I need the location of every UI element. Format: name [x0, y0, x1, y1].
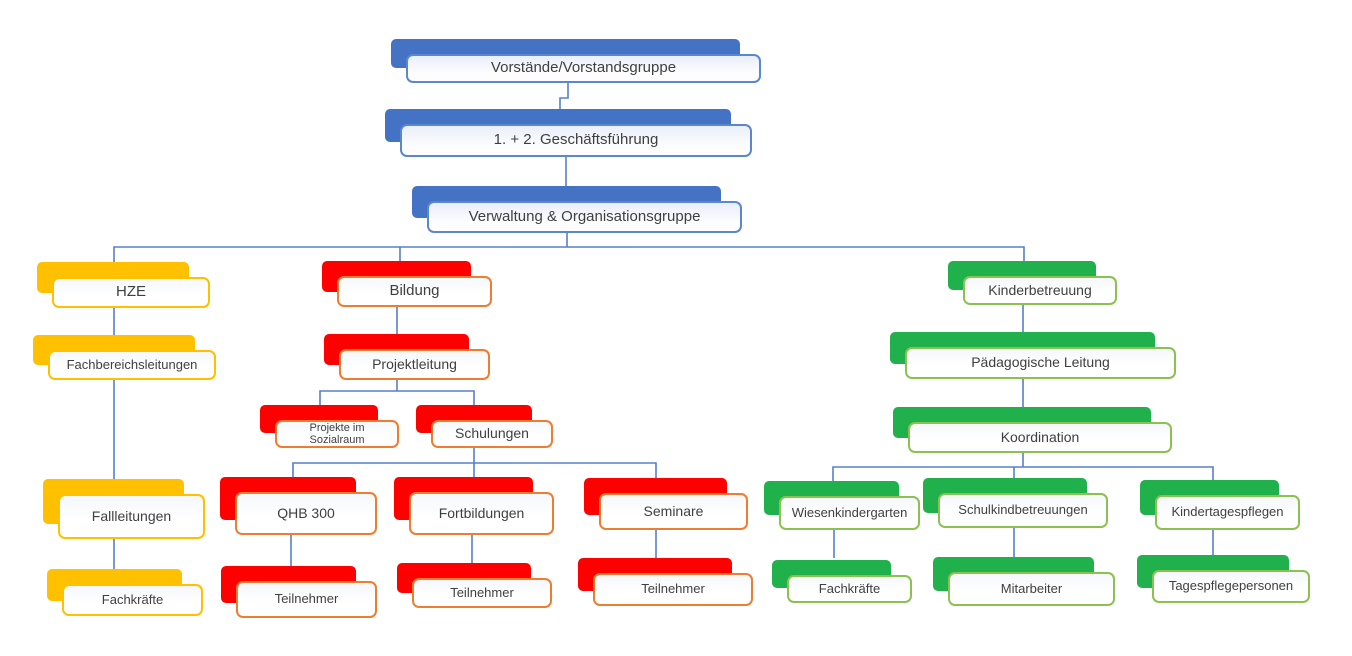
- org-node-koordination: Koordination: [893, 407, 1172, 453]
- org-node-seminare: Seminare: [584, 478, 748, 530]
- org-node-kindertagespflegen: Kindertagespflegen: [1140, 480, 1300, 530]
- org-node-verwaltung: Verwaltung & Organisationsgruppe: [412, 186, 742, 233]
- node-label: Mitarbeiter: [1000, 580, 1063, 596]
- node-face: QHB 300: [235, 492, 377, 535]
- connector-teilnehmer-drops: [290, 530, 657, 566]
- org-node-fachbereichsleitungen: Fachbereichsleitungen: [33, 335, 216, 380]
- connector-schulungen-rail: [292, 448, 657, 479]
- node-label: Bildung: [389, 282, 440, 300]
- node-label: Fachkräfte: [101, 591, 164, 607]
- org-node-fortbildungen: Fortbildungen: [394, 477, 554, 535]
- node-face: Seminare: [599, 493, 748, 530]
- node-face: Projekte im Sozialraum: [275, 420, 399, 448]
- node-face: Mitarbeiter: [948, 572, 1115, 606]
- node-face: Teilnehmer: [593, 573, 753, 606]
- node-face: Fachkräfte: [62, 584, 203, 616]
- node-face: Teilnehmer: [412, 578, 552, 608]
- node-label: Fachkräfte: [818, 580, 881, 596]
- node-label: Wiesenkindergarten: [791, 504, 908, 520]
- node-label: Kinderbetreuung: [988, 281, 1092, 298]
- org-node-mitarbeiter: Mitarbeiter: [933, 557, 1115, 606]
- node-face: Projektleitung: [339, 349, 490, 380]
- node-label: 1. + 2. Geschäftsführung: [493, 131, 659, 149]
- org-node-schulungen: Schulungen: [416, 405, 553, 448]
- node-label: QHB 300: [277, 504, 335, 521]
- org-node-qhb-300: QHB 300: [220, 477, 377, 535]
- node-face: Pädagogische Leitung: [905, 347, 1176, 379]
- node-label: Teilnehmer: [450, 584, 514, 600]
- node-face: Fallleitungen: [58, 494, 205, 539]
- connector-koordination-rail: [832, 466, 1214, 481]
- node-face: Kinderbetreuung: [963, 276, 1117, 305]
- node-label: Tagespflegepersonen: [1168, 578, 1294, 594]
- node-face: Koordination: [908, 422, 1172, 453]
- org-node-projektleitung: Projektleitung: [324, 334, 490, 380]
- node-face: Vorstände/Vorstandsgruppe: [406, 54, 761, 83]
- org-node-geschaeftsfuehrung: 1. + 2. Geschäftsführung: [385, 109, 752, 157]
- org-node-fachkraefte-kinderbetreuung: Fachkräfte: [772, 560, 912, 603]
- node-label: Verwaltung & Organisationsgruppe: [468, 207, 701, 225]
- node-label: Fachbereichsleitungen: [66, 356, 198, 372]
- node-face: Schulkindbetreuungen: [938, 493, 1108, 528]
- org-node-hze: HZE: [37, 262, 210, 308]
- node-label: Fallleitungen: [91, 507, 172, 524]
- org-node-projekte-im-sozialraum: Projekte im Sozialraum: [260, 405, 399, 448]
- node-face: Teilnehmer: [236, 581, 377, 618]
- node-face: Fortbildungen: [409, 492, 554, 535]
- node-label: Teilnehmer: [274, 591, 339, 607]
- node-label: Koordination: [1000, 428, 1080, 445]
- org-node-fachkraefte-hze: Fachkräfte: [47, 569, 203, 616]
- org-node-teilnehmer-qhb-300: Teilnehmer: [221, 566, 377, 618]
- node-label: Fortbildungen: [438, 504, 525, 521]
- node-label: Schulungen: [455, 425, 529, 442]
- node-label: Projektleitung: [372, 355, 457, 372]
- node-label: Kindertagespflegen: [1171, 504, 1284, 520]
- node-face: Verwaltung & Organisationsgruppe: [427, 201, 742, 233]
- node-face: Schulungen: [431, 420, 553, 448]
- org-node-fallleitungen: Fallleitungen: [43, 479, 205, 539]
- node-face: Fachbereichsleitungen: [48, 350, 216, 380]
- org-node-vorstaende: Vorstände/Vorstandsgruppe: [391, 39, 761, 83]
- org-node-bildung: Bildung: [322, 261, 492, 307]
- org-node-schulkindbetreuungen: Schulkindbetreuungen: [923, 478, 1108, 528]
- node-face: Wiesenkindergarten: [779, 496, 920, 530]
- node-face: Bildung: [337, 276, 492, 307]
- connector-vorstaende-geschaeftsfuehrung: [559, 83, 569, 112]
- org-node-tagespflegepersonen: Tagespflegepersonen: [1137, 555, 1310, 603]
- node-label: Seminare: [643, 502, 704, 519]
- org-node-teilnehmer-seminare: Teilnehmer: [578, 558, 753, 606]
- node-face: 1. + 2. Geschäftsführung: [400, 124, 752, 157]
- node-face: HZE: [52, 277, 210, 308]
- node-face: Fachkräfte: [787, 575, 912, 603]
- node-label: Teilnehmer: [641, 581, 705, 597]
- node-face: Tagespflegepersonen: [1152, 570, 1310, 603]
- node-label: Pädagogische Leitung: [971, 354, 1110, 371]
- org-node-kinderbetreuung: Kinderbetreuung: [948, 261, 1117, 305]
- org-node-wiesenkindergarten: Wiesenkindergarten: [764, 481, 920, 530]
- node-face: Kindertagespflegen: [1155, 495, 1300, 530]
- node-label: Schulkindbetreuungen: [958, 502, 1088, 518]
- connector-bildung-chain: [319, 307, 475, 407]
- node-label: HZE: [116, 283, 146, 301]
- node-label: Vorstände/Vorstandsgruppe: [490, 59, 677, 77]
- connector-verwaltung-rail: [113, 233, 1025, 265]
- org-node-paedagogische-leitung: Pädagogische Leitung: [890, 332, 1176, 379]
- node-label: Projekte im Sozialraum: [309, 421, 365, 446]
- connector-kita-drops: [833, 528, 1214, 558]
- org-node-teilnehmer-fortbildungen: Teilnehmer: [397, 563, 552, 608]
